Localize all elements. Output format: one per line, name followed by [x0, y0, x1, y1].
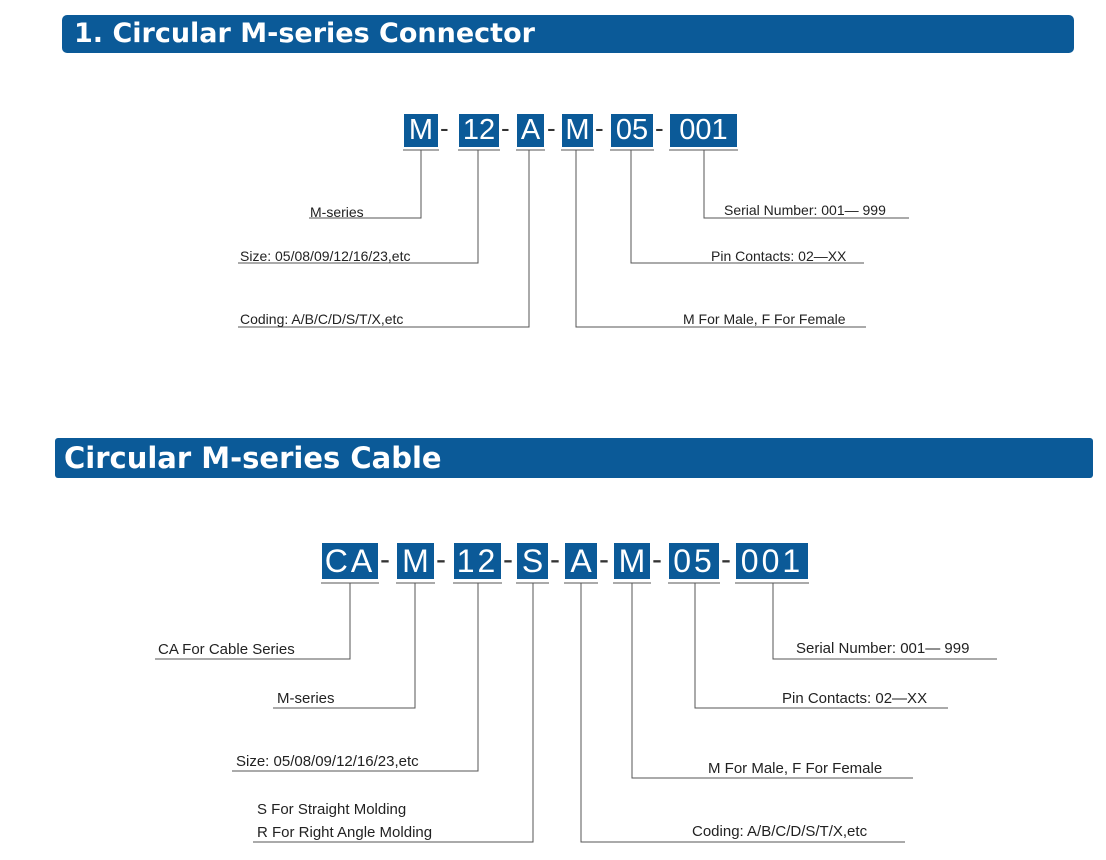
label-gender: M For Male, F For Female: [708, 760, 883, 777]
section-1-title: 1. Circular M-series Connector: [74, 18, 535, 49]
code-separator: -: [550, 543, 560, 576]
code-segment-gender: M: [614, 543, 650, 579]
code-separator: -: [440, 113, 449, 143]
code-segment-coding: A: [565, 543, 597, 579]
label-pin-contacts: Pin Contacts: 02—XX: [782, 690, 928, 707]
label-straight-molding: S For Straight Molding: [257, 801, 407, 818]
code-separator: -: [595, 113, 604, 143]
code-separator: -: [436, 543, 446, 576]
code-segment-size: 12: [459, 114, 499, 147]
label-right-angle-molding: R For Right Angle Molding: [257, 824, 433, 841]
code-segment-m-series: M: [404, 114, 438, 147]
code-segment-pins: 05: [669, 543, 719, 579]
section-2-header: Circular M-series Cable: [55, 438, 1093, 478]
label-serial-number: Serial Number: 001— 999: [724, 202, 886, 218]
code-segment-m-series: M: [397, 543, 434, 579]
code-segment-serial: 001: [670, 114, 737, 147]
code-separator: -: [655, 113, 664, 143]
code-separator: -: [652, 543, 662, 576]
label-cable-series: CA For Cable Series: [158, 641, 295, 658]
code-separator: -: [503, 543, 513, 576]
code-segment-molding: S: [517, 543, 548, 579]
code-segment-pins: 05: [611, 114, 653, 147]
code-separator: -: [721, 543, 731, 576]
label-serial-number: Serial Number: 001— 999: [796, 640, 970, 657]
label-size: Size: 05/08/09/12/16/23,etc: [240, 248, 411, 264]
label-m-series: M-series: [277, 690, 335, 707]
label-m-series: M-series: [310, 204, 364, 220]
label-coding: Coding: A/B/C/D/S/T/X,etc: [240, 311, 404, 327]
code-separator: -: [501, 113, 510, 143]
code-segment-cable: CA: [322, 543, 378, 579]
label-pin-contacts: Pin Contacts: 02—XX: [711, 248, 847, 264]
section-1-header: 1. Circular M-series Connector: [62, 15, 1074, 53]
label-coding: Coding: A/B/C/D/S/T/X,etc: [692, 823, 868, 840]
label-gender: M For Male, F For Female: [683, 311, 846, 327]
code-separator: -: [380, 543, 390, 576]
code-segment-size: 12: [454, 543, 501, 579]
code-separator: -: [547, 113, 556, 143]
code-segment-coding: A: [517, 114, 544, 147]
code-segment-serial: 001: [736, 543, 808, 579]
section-2-title: Circular M-series Cable: [64, 441, 442, 475]
code-separator: -: [599, 543, 609, 576]
label-size: Size: 05/08/09/12/16/23,etc: [236, 753, 419, 770]
code-segment-gender: M: [562, 114, 593, 147]
